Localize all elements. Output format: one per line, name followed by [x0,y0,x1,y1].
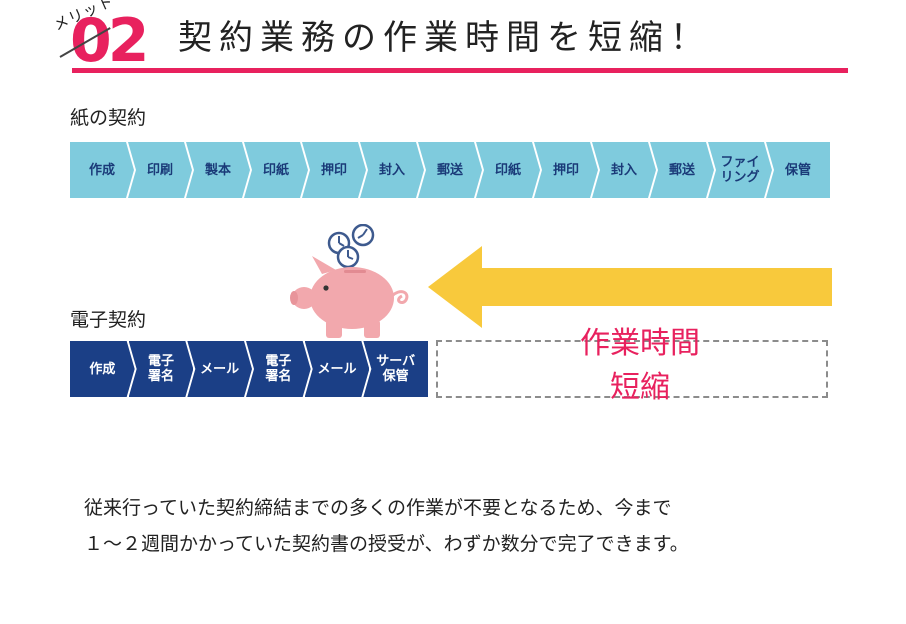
paper-flow-step-label: 印刷 [146,162,173,178]
paper-flow-step-label: 封入 [378,162,405,178]
paper-flow-step-label: 印紙 [262,162,289,178]
merit-number: 02 [70,6,149,76]
electronic-flow-step: 作成 [70,341,135,397]
electronic-flow-step: サーバ 保管 [363,341,429,397]
paper-flow-step-label: 封入 [610,162,637,178]
clock-icon [351,224,375,247]
paper-flow-step-label: 作成 [88,162,115,178]
paper-flow-step: 封入 [592,142,656,198]
electronic-flow-step-label: メール [317,361,357,377]
electronic-contract-flow: 作成 電子 署名 メール 電子 署名 メール サーバ 保管 [70,341,429,397]
electronic-flow-step-label: サーバ 保管 [376,354,416,384]
paper-flow-step: 保管 [766,142,830,198]
electronic-flow-step-label: 電子 署名 [265,354,292,384]
electronic-flow-step: 電子 署名 [129,341,194,397]
paper-flow-step-label: 印紙 [494,162,521,178]
paper-flow-step: 押印 [534,142,598,198]
paper-flow-step: 印刷 [128,142,192,198]
paper-flow-step-label: 押印 [320,162,347,178]
arrow-left-icon [428,246,832,328]
paper-flow-step-label: 押印 [552,162,579,178]
paper-flow-step: ファイ リング [708,142,772,198]
paper-flow-step-label: ファイ リング [720,155,760,185]
paper-flow-step: 印紙 [476,142,540,198]
paper-flow-step-label: 製本 [204,162,231,178]
time-saved-box [436,340,828,398]
piggy-bank-icon [290,224,409,338]
electronic-flow-step-label: 電子 署名 [148,354,175,384]
page-title: 契約業務の作業時間を短縮！ [178,18,711,58]
time-saved-label: 作業時間 短縮 [580,326,700,405]
title-underline [72,68,848,73]
electronic-flow-step-label: 作成 [89,361,116,377]
paper-flow-step: 封入 [360,142,424,198]
electronic-flow-step: 電子 署名 [246,341,311,397]
paper-flow-step: 郵送 [650,142,714,198]
electronic-flow-step-label: メール [200,361,240,377]
paper-flow-step-label: 郵送 [668,162,695,178]
description: 従来行っていた契約締結までの多くの作業が不要となるため、今まで １～２週間かかっ… [84,490,689,562]
electronic-flow-step: メール [305,341,370,397]
paper-flow-step: 押印 [302,142,366,198]
paper-flow-step: 印紙 [244,142,308,198]
description-line: １～２週間かかっていた契約書の授受が、わずか数分で完了できます。 [84,533,689,555]
paper-flow-step: 製本 [186,142,250,198]
paper-flow-step-label: 保管 [784,162,811,178]
electronic-flow-step: メール [187,341,252,397]
electronic-contract-label: 電子契約 [70,309,147,331]
description-line: 従来行っていた契約締結までの多くの作業が不要となるため、今まで [84,497,672,519]
paper-flow-step: 作成 [70,142,134,198]
paper-contract-flow: 作成 印刷 製本 印紙 押印 封入 郵送 印紙 押印 封入 郵送 ファイ リング 保管 [70,142,830,198]
paper-flow-step-label: 郵送 [436,162,463,178]
clock-icon [336,245,360,269]
paper-contract-label: 紙の契約 [70,107,147,129]
paper-flow-step: 郵送 [418,142,482,198]
